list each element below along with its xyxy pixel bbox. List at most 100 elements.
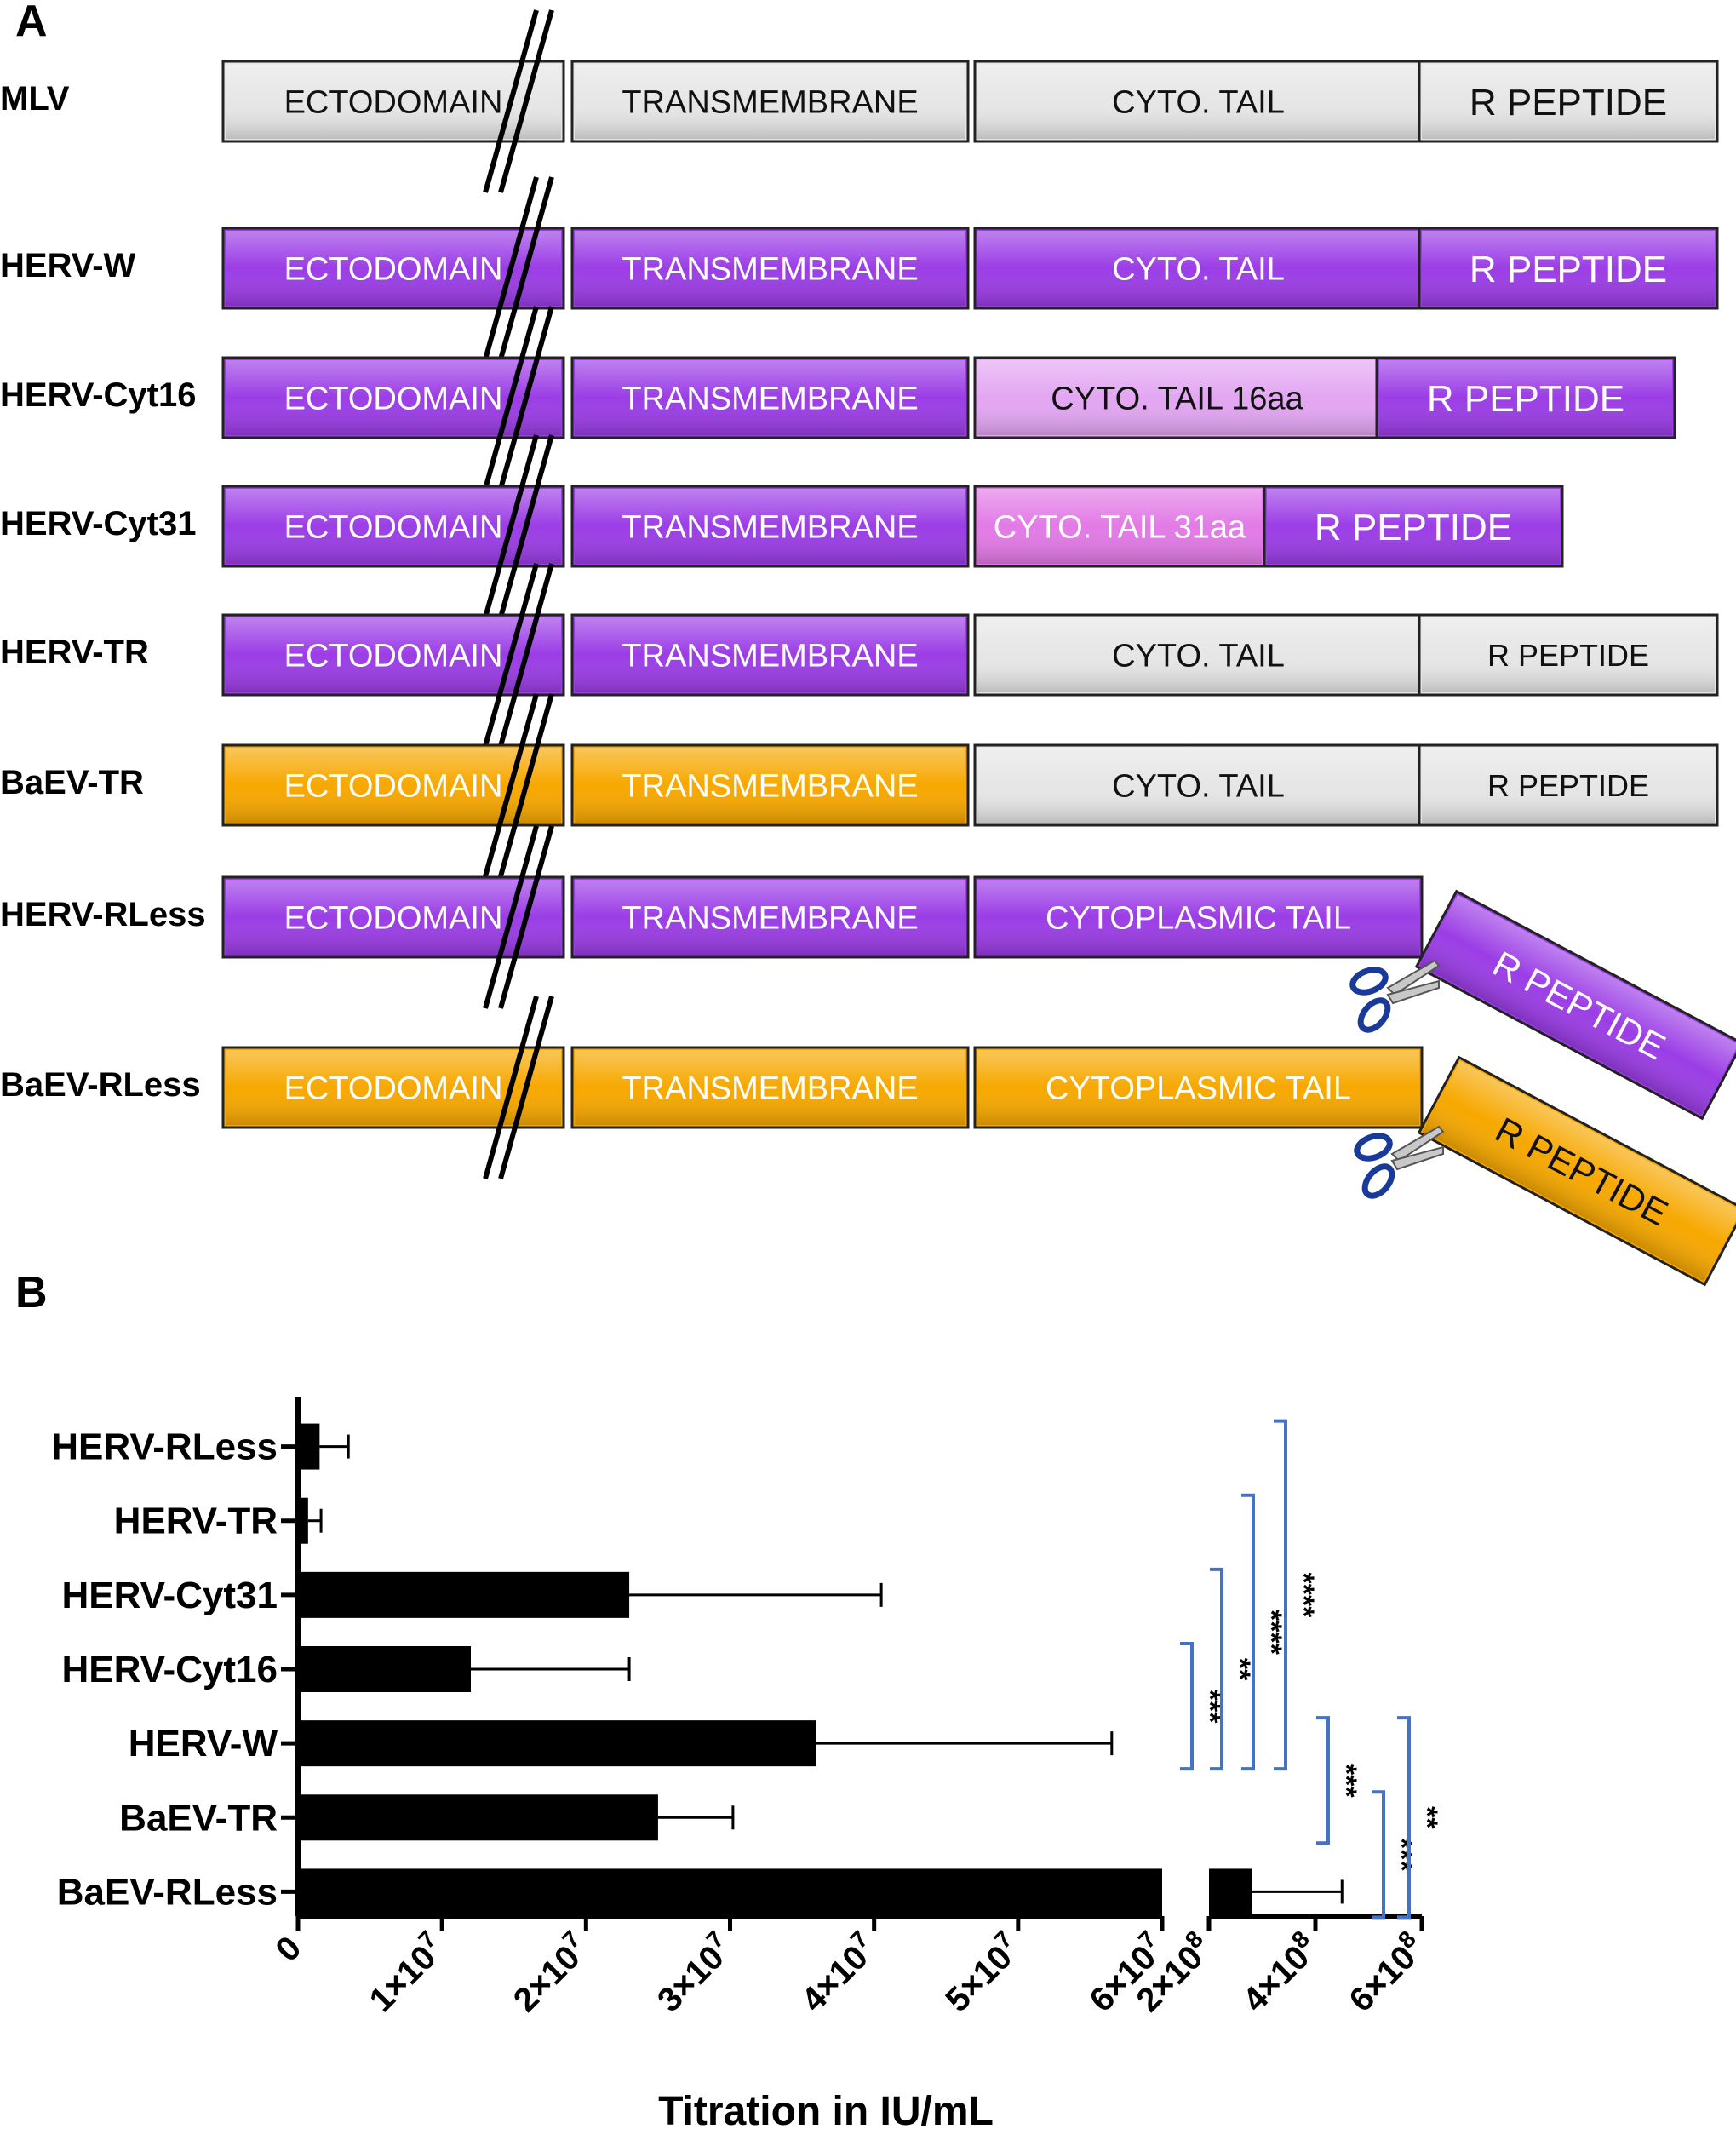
segment-transmembrane-bevel <box>575 880 965 955</box>
segment-ectodomain-label: ECTODOMAIN <box>284 769 503 805</box>
segment-transmembrane-label: TRANSMEMBRANE <box>622 901 918 937</box>
segment-r-peptide-label: R PEPTIDE <box>1470 82 1667 123</box>
segment-cyto-tail-31aa-bevel <box>977 489 1262 564</box>
significance-bracket <box>1210 1567 1223 1771</box>
bar-continued <box>1209 1868 1252 1915</box>
segment-r-peptide-bevel <box>1379 360 1672 435</box>
segment-cyto-tail-31aa-label: CYTO. TAIL 31aa <box>994 510 1246 546</box>
segment-transmembrane: TRANSMEMBRANE <box>570 485 970 568</box>
panel-a-label: A <box>15 0 48 46</box>
segment-cytoplasmic-tail-label: CYTOPLASMIC TAIL <box>1046 1071 1351 1107</box>
x-tick-label: 3×107 <box>647 1925 741 2019</box>
break-mark-1 <box>498 9 554 193</box>
segment-r-peptide: R PEPTIDE <box>1418 743 1719 827</box>
segment-cyto-tail: CYTO. TAIL <box>973 613 1424 697</box>
segment-cyto-tail-16aa: CYTO. TAIL 16aa <box>973 356 1381 439</box>
significance-label: *** <box>1385 1838 1418 1872</box>
segment-r-peptide-bevel <box>1267 489 1560 564</box>
break-mark-1 <box>498 176 554 360</box>
break-mark-0 <box>483 996 539 1179</box>
row-label-herv-w: HERV-W <box>0 247 136 284</box>
bar <box>298 1571 630 1618</box>
scissors-blade-upper <box>1386 959 1441 996</box>
segment-cyto-tail-31aa: CYTO. TAIL 31aa <box>973 485 1266 568</box>
scissors-handle-upper <box>1354 1133 1393 1162</box>
segment-r-peptide-label: R PEPTIDE <box>1487 638 1649 673</box>
segment-cyto-tail-label: CYTO. TAIL <box>1112 85 1285 121</box>
segment-cyto-tail-16aa-label: CYTO. TAIL 16aa <box>1051 382 1303 417</box>
cleaved-r-peptide: R PEPTIDE <box>1414 889 1736 1121</box>
break-mark-0 <box>483 306 539 490</box>
significance-bracket <box>1397 1716 1411 1920</box>
cleaved-r-peptide-bevel <box>1419 894 1736 1116</box>
row-label-herv-cyt16: HERV-Cyt16 <box>0 376 196 414</box>
significance-bracket <box>1316 1716 1330 1845</box>
segment-r-peptide-label: R PEPTIDE <box>1427 378 1624 420</box>
break-mark-1 <box>498 434 554 618</box>
segment-ectodomain: ECTODOMAIN <box>221 356 565 439</box>
bar <box>298 1497 308 1544</box>
scissors-blade-lower <box>1386 979 1440 1005</box>
significance-label: ** <box>1411 1806 1443 1829</box>
break-mark-1 <box>498 563 554 747</box>
segment-cyto-tail-label: CYTO. TAIL <box>1112 769 1285 805</box>
segment-transmembrane: TRANSMEMBRANE <box>570 60 970 143</box>
y-tick-label: HERV-Cyt31 <box>61 1575 278 1616</box>
segment-transmembrane-bevel <box>575 617 965 692</box>
bar <box>298 1794 658 1841</box>
scissors-handle-lower <box>1357 997 1391 1033</box>
segment-transmembrane-bevel <box>575 489 965 564</box>
cleaved-r-peptide-bevel <box>1422 1060 1736 1282</box>
break-mark-0 <box>483 825 539 1009</box>
segment-cyto-tail: CYTO. TAIL <box>973 60 1424 143</box>
segment-cytoplasmic-tail-label: CYTOPLASMIC TAIL <box>1046 901 1351 937</box>
significance-label: ** <box>1223 1658 1256 1681</box>
segment-cytoplasmic-tail-bevel <box>977 1050 1419 1125</box>
y-tick-label: BaEV-RLess <box>57 1871 278 1913</box>
row-label-baev-rless: BaEV-RLess <box>0 1066 201 1104</box>
segment-ectodomain-label: ECTODOMAIN <box>284 252 503 288</box>
significance-label: **** <box>1287 1572 1320 1618</box>
segment-ectodomain-label: ECTODOMAIN <box>284 510 503 546</box>
segment-r-peptide-bevel <box>1422 617 1715 692</box>
segment-ectodomain-label: ECTODOMAIN <box>284 639 503 674</box>
x-tick-label: 5×107 <box>935 1925 1028 2019</box>
break-mark-0 <box>483 434 539 618</box>
segment-ectodomain: ECTODOMAIN <box>221 875 565 959</box>
segment-cyto-tail: CYTO. TAIL <box>973 743 1424 827</box>
segment-ectodomain: ECTODOMAIN <box>221 613 565 697</box>
y-tick-label: HERV-W <box>129 1723 278 1765</box>
titration-bar-chart: HERV-RLessHERV-TRHERV-Cyt31HERV-Cyt16HER… <box>51 1397 1443 2129</box>
significance-bracket <box>1372 1790 1385 1920</box>
segment-transmembrane-bevel <box>575 231 965 306</box>
segment-r-peptide: R PEPTIDE <box>1418 613 1719 697</box>
segment-r-peptide-bevel <box>1422 748 1715 823</box>
scissors-blade-upper <box>1390 1125 1445 1162</box>
break-mark-0 <box>483 563 539 747</box>
segment-ectodomain: ECTODOMAIN <box>221 485 565 568</box>
segment-transmembrane-bevel <box>575 748 965 823</box>
construct-row-herv-cyt31: HERV-Cyt31 ECTODOMAIN TRANSMEMBRANE CYTO. T… <box>0 434 1564 618</box>
segment-r-peptide-label: R PEPTIDE <box>1487 768 1649 803</box>
segment-transmembrane: TRANSMEMBRANE <box>570 356 970 439</box>
break-mark-1 <box>498 996 554 1179</box>
bar <box>298 1423 320 1470</box>
segment-transmembrane-label: TRANSMEMBRANE <box>622 510 918 546</box>
segment-transmembrane: TRANSMEMBRANE <box>570 875 970 959</box>
segment-r-peptide-label: R PEPTIDE <box>1470 249 1667 290</box>
x-tick-label: 0 <box>269 1929 309 1969</box>
break-mark-1 <box>498 306 554 490</box>
segment-cytoplasmic-tail: CYTOPLASMIC TAIL <box>973 875 1424 959</box>
row-label-herv-cyt31: HERV-Cyt31 <box>0 505 196 542</box>
x-tick-label: 2×107 <box>503 1925 597 2019</box>
segment-r-peptide: R PEPTIDE <box>1418 60 1719 143</box>
scissors-icon <box>1354 1125 1445 1199</box>
break-mark-1 <box>498 825 554 1009</box>
significance-label: *** <box>1330 1764 1362 1798</box>
segment-ectodomain-label: ECTODOMAIN <box>284 1071 503 1107</box>
segment-cyto-tail-bevel <box>977 64 1419 139</box>
